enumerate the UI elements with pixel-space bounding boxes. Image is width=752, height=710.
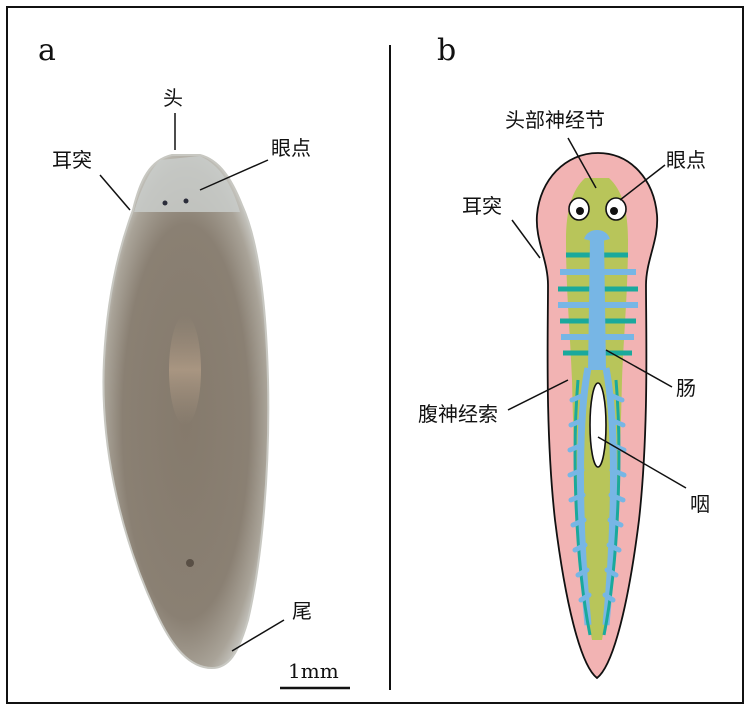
label-pharynx-b: 咽 [690,494,710,514]
diagram-intestine-trunk [588,238,606,370]
label-intestine-b: 肠 [676,378,696,398]
diagram-eyespot-right [606,198,626,220]
planarian-head-pale [134,156,240,212]
label-head-a: 头 [163,88,183,108]
label-tail-a: 尾 [292,601,312,621]
diagram-pharynx [590,383,606,467]
diagram-eyespot-left [569,198,589,220]
leader-auricle-b [512,220,540,258]
planarian-eyespot-right [184,199,189,204]
label-nerve-cord-b: 腹神经索 [418,404,498,424]
label-ganglion-b: 头部神经节 [505,110,605,130]
planarian-diagram [537,153,657,678]
label-eyespot-b: 眼点 [666,150,706,170]
panel-b-letter: b [437,36,456,66]
label-auricle-a: 耳突 [52,150,92,170]
label-eyespot-a: 眼点 [271,138,311,158]
planarian-dark-spot [186,559,194,567]
label-scale-a: 1mm [288,661,339,681]
planarian-midline [169,315,201,425]
panel-a-letter: a [38,36,56,66]
planarian-photo [103,155,268,668]
planarian-eyespot-left [163,201,168,206]
label-auricle-b: 耳突 [462,196,502,216]
leader-auricle-a [100,175,130,210]
